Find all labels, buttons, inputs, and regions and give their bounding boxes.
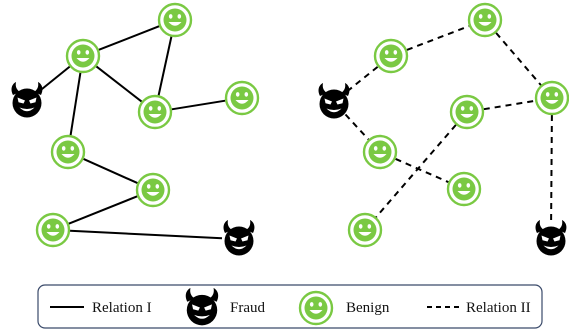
benign-node-3 [137, 94, 173, 130]
legend-benign-label: Benign [346, 300, 390, 316]
benign-node-3 [534, 80, 569, 116]
relation-two-edge-2 [495, 32, 542, 86]
benign-node-1 [65, 38, 101, 74]
legend-relation-one-label: Relation I [92, 300, 152, 316]
benign-node-4 [224, 80, 260, 116]
benign-node-5 [362, 134, 398, 170]
benign-node-6 [135, 172, 171, 208]
legend-relation-two-label: Relation II [466, 300, 531, 316]
relation-two-edge-1 [406, 25, 470, 51]
benign-node-6 [446, 171, 482, 207]
relation-one-edge-8 [69, 229, 223, 240]
smiley-face-icon [298, 290, 334, 326]
relation-one-edge-6 [83, 157, 138, 185]
relation-one-edge-7 [68, 195, 138, 225]
relation-one-edge-0 [39, 65, 71, 92]
benign-node-1 [373, 38, 409, 74]
benign-node-4 [449, 94, 485, 130]
relation-one-edge-2 [95, 65, 143, 103]
legend-fraud-label: Fraud [230, 300, 265, 316]
benign-node-5 [50, 134, 86, 170]
fraud-node-8 [223, 220, 255, 256]
relation-one-graph [11, 2, 260, 256]
relation-one-edge-3 [69, 72, 82, 136]
fraud-node-8 [535, 220, 567, 256]
relation-one-edge-1 [98, 25, 160, 51]
relation-two-edge-6 [483, 99, 536, 111]
benign-node-7 [35, 212, 71, 248]
relation-two-edge-3 [344, 113, 370, 141]
relation-two-edge-4 [395, 157, 449, 184]
benign-node-7 [347, 212, 383, 248]
fraud-node-0 [11, 82, 43, 118]
benign-node-2 [467, 2, 503, 38]
relation-two-edge-5 [375, 124, 457, 218]
legend-box [37, 284, 543, 329]
relation-one-edge-4 [157, 36, 173, 96]
benign-node-2 [157, 2, 193, 38]
fraud-node-0 [318, 83, 350, 119]
relation-two-edge-0 [346, 65, 379, 93]
relation-one-edge-5 [171, 99, 226, 111]
relation-two-edge-7 [550, 114, 553, 223]
legend: Relation I Fraud Benign Relation II [37, 284, 543, 329]
relation-two-graph [318, 2, 569, 256]
